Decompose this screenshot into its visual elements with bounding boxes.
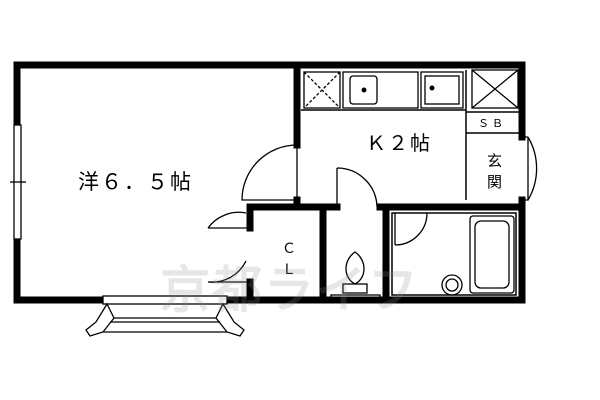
door-bath [394,212,428,246]
door-toilet [336,167,378,208]
door-entrance [522,136,538,201]
bathtub-inner [474,220,510,289]
stove-outer [420,71,464,109]
refrigerator-space [303,71,341,109]
door-western-room [241,144,298,201]
door-closet-upper [207,211,250,229]
washbasin [441,274,463,296]
bathtub [469,215,515,294]
sink-drain [361,87,367,93]
kitchen-sink-outer [342,71,419,109]
room-label-shoe-box: ＳＢ [478,117,506,130]
balcony-window [85,295,245,337]
room-label-entrance: 玄関 [487,152,503,191]
kitchen-fixtures [303,69,519,109]
stove-inner [424,75,460,105]
kitchen-sink-basin [349,75,378,105]
door-closet-lower [207,260,250,283]
refrigerator-cross [303,71,341,109]
storage-box [471,69,519,109]
room-label-kitchen: Ｋ２帖 [366,131,432,155]
walls [13,61,526,304]
room-label-closet: ＣＬ [282,241,296,278]
toilet-fixture [330,251,381,300]
room-label-western: 洋６．５帖 [78,170,193,194]
storage-box-cross [471,69,519,109]
doors [207,136,538,283]
window-left [10,124,26,240]
bath-inner-frame [391,212,517,296]
stove-burner [429,85,435,91]
wall-left-top [13,61,301,122]
partitions [301,70,519,296]
shoe-box-frame [465,70,519,200]
watermark: 京都ライフ [160,261,420,319]
bath-fixtures [441,215,515,296]
